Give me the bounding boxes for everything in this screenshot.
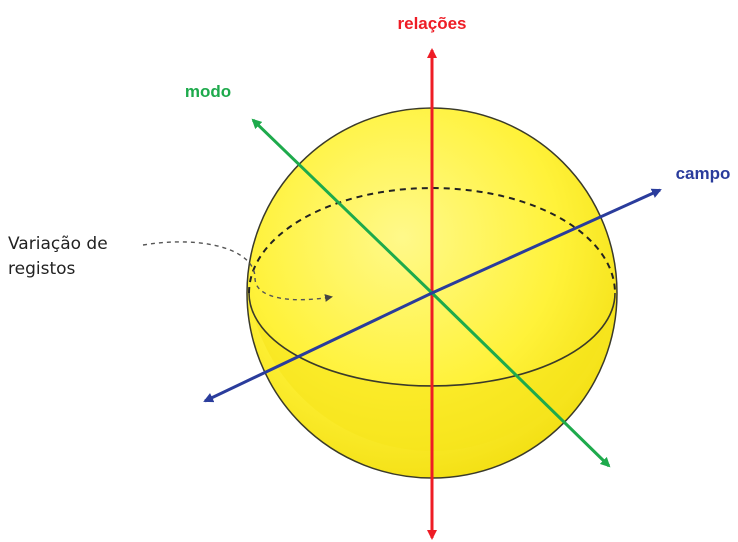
variacao-label-line1: Variação de: [8, 234, 108, 254]
campo-axis: [431, 188, 662, 295]
sphere-lower-band: [249, 293, 615, 451]
relacoes-label: relações: [398, 14, 467, 33]
curved-arrow-icon: [142, 241, 333, 302]
modo-axis: [251, 118, 434, 295]
campo-label: campo: [676, 164, 731, 183]
modo-axis-lower: [430, 291, 611, 468]
modo-label: modo: [185, 82, 231, 101]
variacao-label-line2: registos: [8, 259, 76, 279]
campo-axis-lower: [203, 291, 433, 403]
